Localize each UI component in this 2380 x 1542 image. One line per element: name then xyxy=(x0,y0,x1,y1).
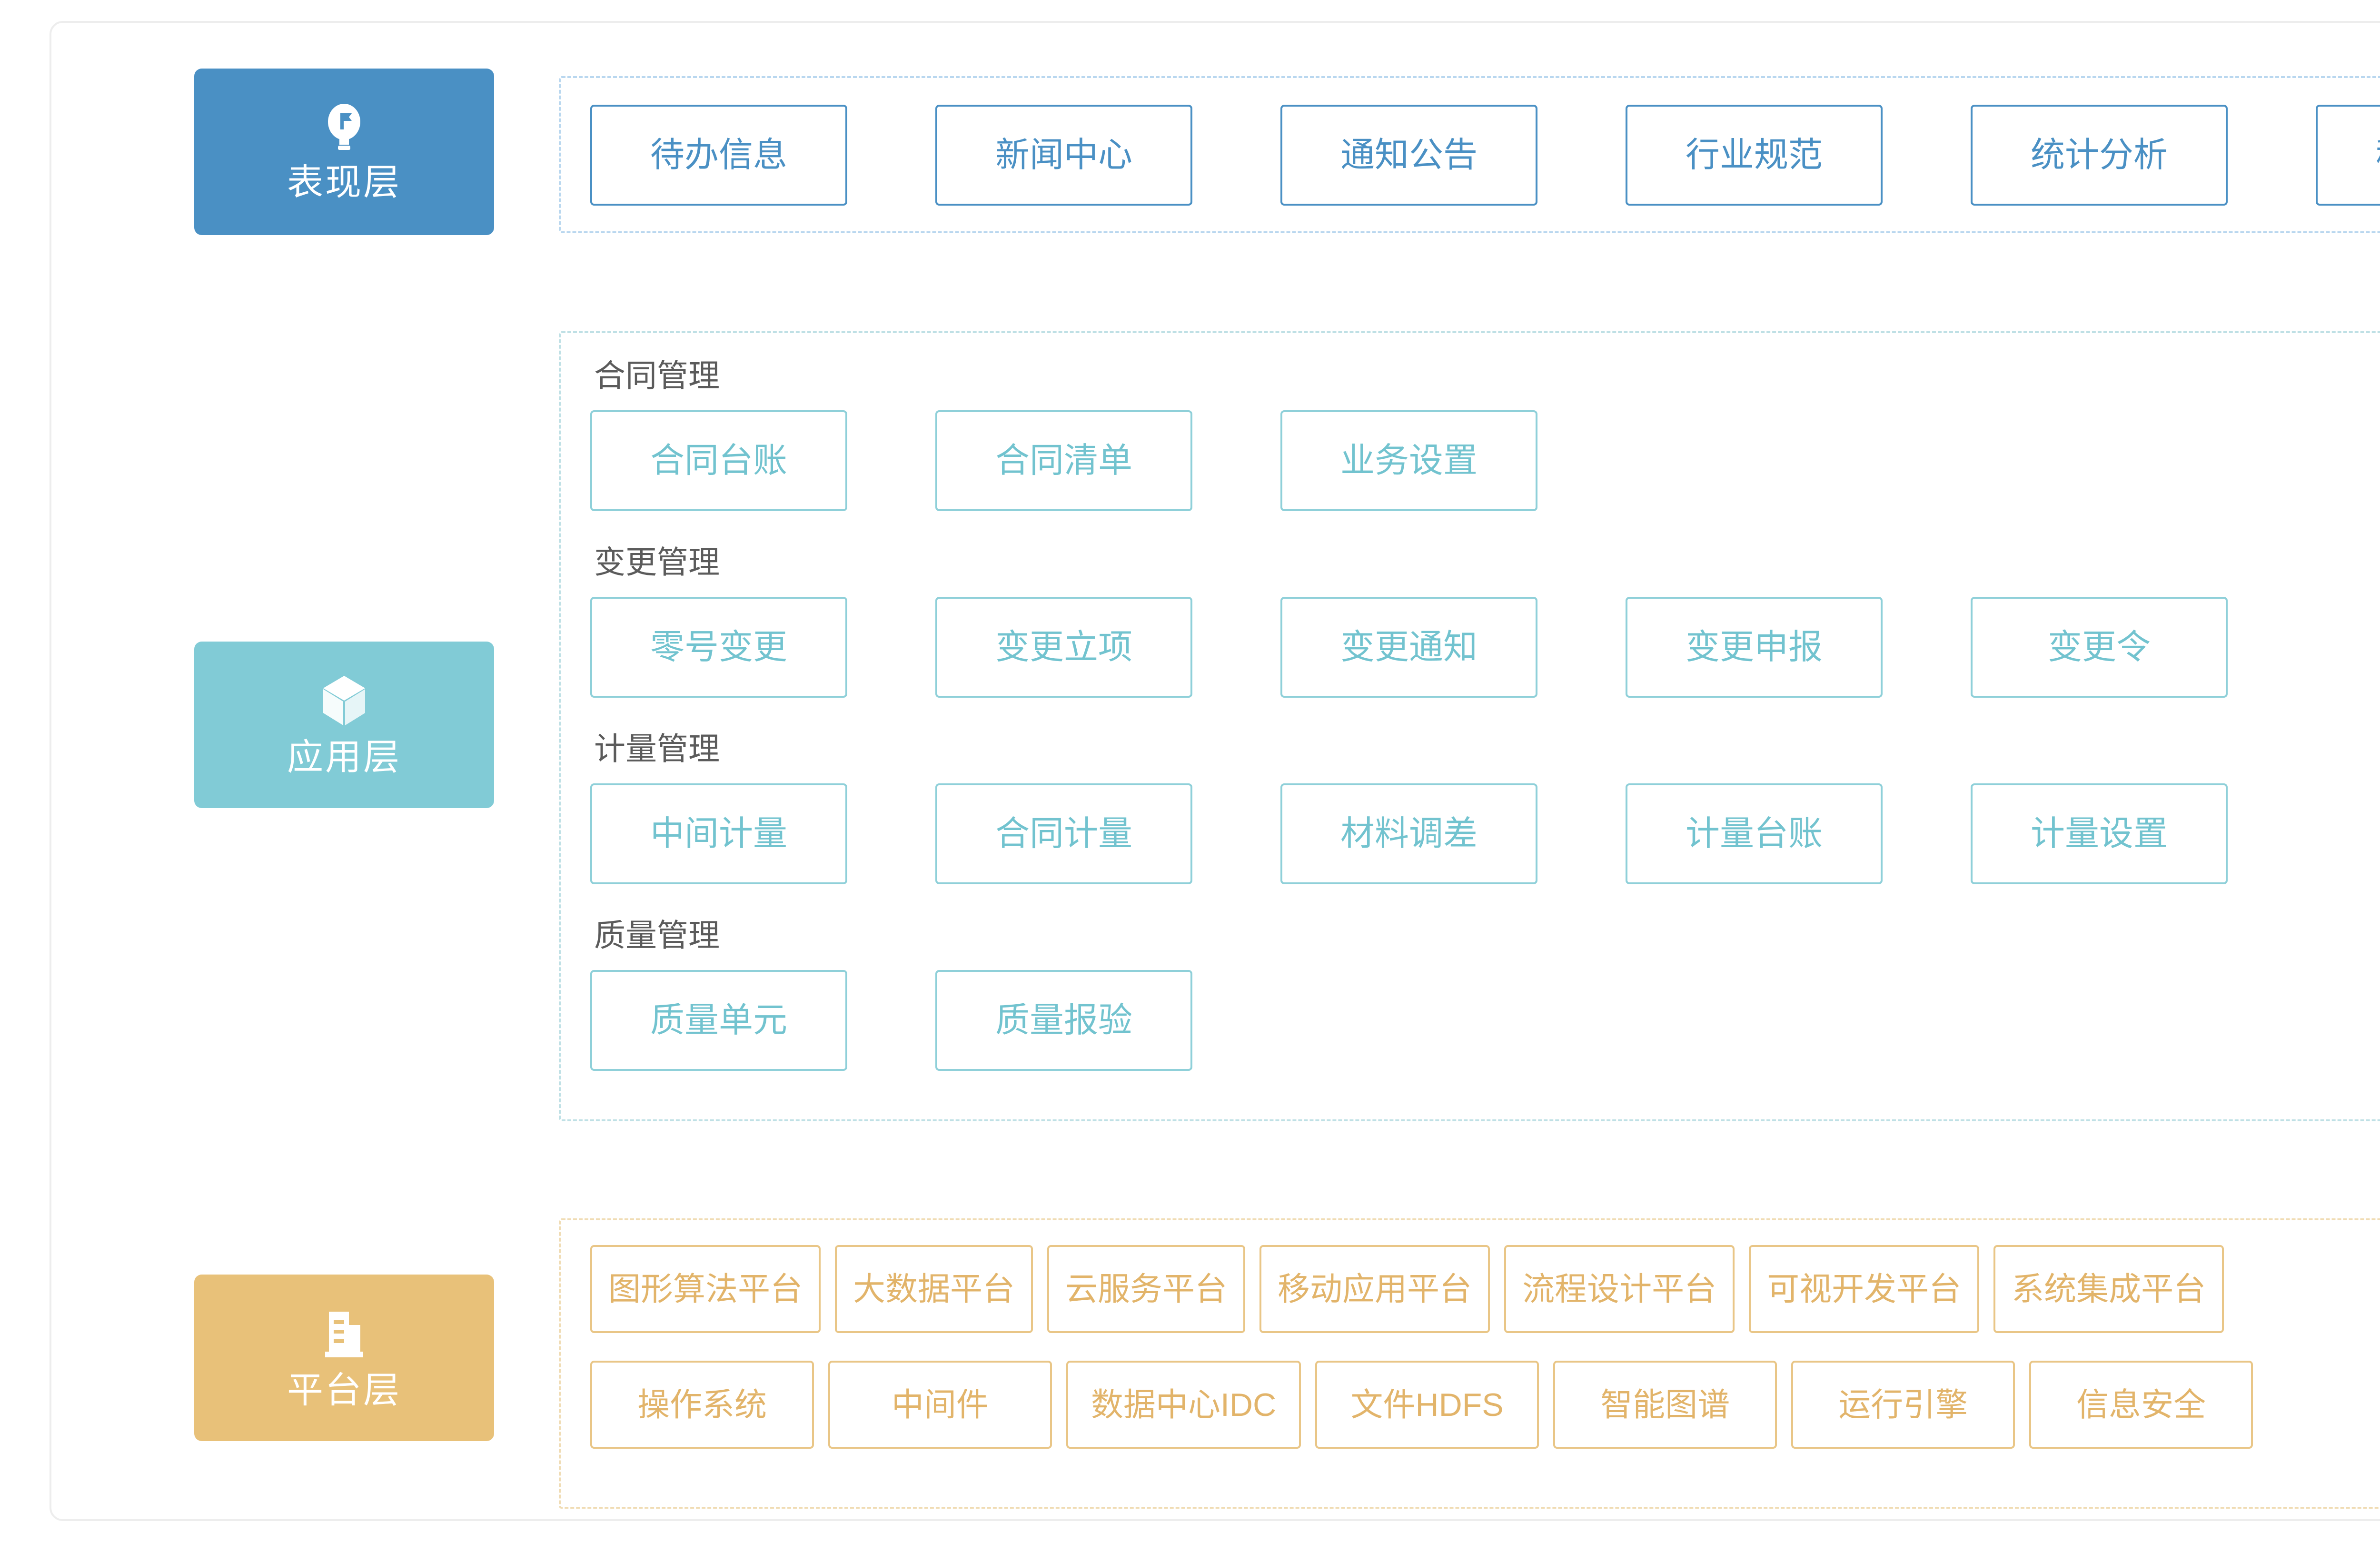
platform-item-visual-development[interactable]: 可视开发平台 xyxy=(1749,1245,1980,1333)
app-item-contract-measurement[interactable]: 合同计量 xyxy=(935,783,1192,884)
cube-icon xyxy=(320,674,368,727)
layer-badge-platform[interactable]: 平台层 xyxy=(194,1275,494,1441)
app-section-contract: 合同管理 合同台账 合同清单 业务设置 xyxy=(590,360,1537,511)
platform-item-runtime-engine[interactable]: 运行引擎 xyxy=(1791,1361,2015,1449)
platform-item-cloud-service[interactable]: 云服务平台 xyxy=(1047,1245,1246,1333)
presentation-item-row: 待办信息 新闻中心 通知公告 行业规范 统计分析 移动应用 xyxy=(590,105,2380,206)
lightbulb-icon xyxy=(322,103,366,152)
platform-item-graphics-algorithm[interactable]: 图形算法平台 xyxy=(590,1245,821,1333)
app-section-quality: 质量管理 质量单元 质量报验 xyxy=(590,919,1192,1071)
platform-item-intelligent-graph[interactable]: 智能图谱 xyxy=(1553,1361,1777,1449)
platform-item-mobile-app[interactable]: 移动应用平台 xyxy=(1259,1245,1490,1333)
platform-item-operating-system[interactable]: 操作系统 xyxy=(590,1361,814,1449)
section-title-quality: 质量管理 xyxy=(594,918,720,953)
app-item-contract-list[interactable]: 合同清单 xyxy=(935,410,1192,511)
contract-item-row: 合同台账 合同清单 业务设置 xyxy=(590,410,1537,511)
app-item-business-settings[interactable]: 业务设置 xyxy=(1280,410,1537,511)
building-icon xyxy=(320,1307,368,1360)
app-item-change-order[interactable]: 变更令 xyxy=(1971,597,2228,698)
app-item-measurement-ledger[interactable]: 计量台账 xyxy=(1626,783,1883,884)
layer-label-presentation: 表现层 xyxy=(287,162,401,203)
section-title-change: 变更管理 xyxy=(594,544,720,580)
region-platform: 图形算法平台 大数据平台 云服务平台 移动应用平台 流程设计平台 可视开发平台 … xyxy=(559,1218,2380,1509)
measurement-item-row: 中间计量 合同计量 材料调差 计量台账 计量设置 xyxy=(590,783,2228,884)
app-item-measurement-settings[interactable]: 计量设置 xyxy=(1971,783,2228,884)
platform-rows: 图形算法平台 大数据平台 云服务平台 移动应用平台 流程设计平台 可视开发平台 … xyxy=(590,1245,2253,1449)
architecture-card: 表现层 待办信息 新闻中心 通知公告 行业规范 统计分析 移动应用 应用层 合同… xyxy=(50,21,2380,1521)
app-item-quality-unit[interactable]: 质量单元 xyxy=(590,970,847,1071)
presentation-item-todo[interactable]: 待办信息 xyxy=(590,105,847,206)
platform-item-file-hdfs[interactable]: 文件HDFS xyxy=(1315,1361,1539,1449)
app-item-interim-measurement[interactable]: 中间计量 xyxy=(590,783,847,884)
app-item-change-notice[interactable]: 变更通知 xyxy=(1280,597,1537,698)
presentation-item-notice[interactable]: 通知公告 xyxy=(1280,105,1537,206)
layer-label-application: 应用层 xyxy=(287,737,401,778)
platform-item-row-upper: 图形算法平台 大数据平台 云服务平台 移动应用平台 流程设计平台 可视开发平台 … xyxy=(590,1245,2253,1333)
presentation-item-statistics[interactable]: 统计分析 xyxy=(1971,105,2228,206)
app-item-zero-change[interactable]: 零号变更 xyxy=(590,597,847,698)
region-presentation: 待办信息 新闻中心 通知公告 行业规范 统计分析 移动应用 xyxy=(559,76,2380,233)
presentation-item-mobile[interactable]: 移动应用 xyxy=(2316,105,2380,206)
presentation-item-standards[interactable]: 行业规范 xyxy=(1626,105,1883,206)
layer-badge-application[interactable]: 应用层 xyxy=(194,642,494,808)
app-item-change-declaration[interactable]: 变更申报 xyxy=(1626,597,1883,698)
app-item-contract-ledger[interactable]: 合同台账 xyxy=(590,410,847,511)
app-item-quality-inspection[interactable]: 质量报验 xyxy=(935,970,1192,1071)
section-title-contract: 合同管理 xyxy=(594,358,720,393)
platform-item-big-data[interactable]: 大数据平台 xyxy=(835,1245,1033,1333)
section-title-measurement: 计量管理 xyxy=(594,731,720,766)
app-section-change: 变更管理 零号变更 变更立项 变更通知 变更申报 变更令 xyxy=(590,546,2228,698)
change-item-row: 零号变更 变更立项 变更通知 变更申报 变更令 xyxy=(590,597,2228,698)
platform-item-row-lower: 操作系统 中间件 数据中心IDC 文件HDFS 智能图谱 运行引擎 信息安全 xyxy=(590,1361,2253,1449)
quality-item-row: 质量单元 质量报验 xyxy=(590,970,1192,1071)
platform-item-middleware[interactable]: 中间件 xyxy=(828,1361,1052,1449)
platform-item-information-security[interactable]: 信息安全 xyxy=(2029,1361,2253,1449)
presentation-item-news[interactable]: 新闻中心 xyxy=(935,105,1192,206)
layer-label-platform: 平台层 xyxy=(287,1370,401,1411)
platform-item-data-center-idc[interactable]: 数据中心IDC xyxy=(1066,1361,1301,1449)
region-application: 合同管理 合同台账 合同清单 业务设置 变更管理 零号变更 变更立项 变更通知 … xyxy=(559,331,2380,1121)
app-item-change-initiation[interactable]: 变更立项 xyxy=(935,597,1192,698)
layer-badge-presentation[interactable]: 表现层 xyxy=(194,69,494,235)
platform-item-system-integration[interactable]: 系统集成平台 xyxy=(1993,1245,2224,1333)
app-section-measurement: 计量管理 中间计量 合同计量 材料调差 计量台账 计量设置 xyxy=(590,733,2228,884)
platform-item-process-design[interactable]: 流程设计平台 xyxy=(1504,1245,1735,1333)
app-item-material-adjustment[interactable]: 材料调差 xyxy=(1280,783,1537,884)
